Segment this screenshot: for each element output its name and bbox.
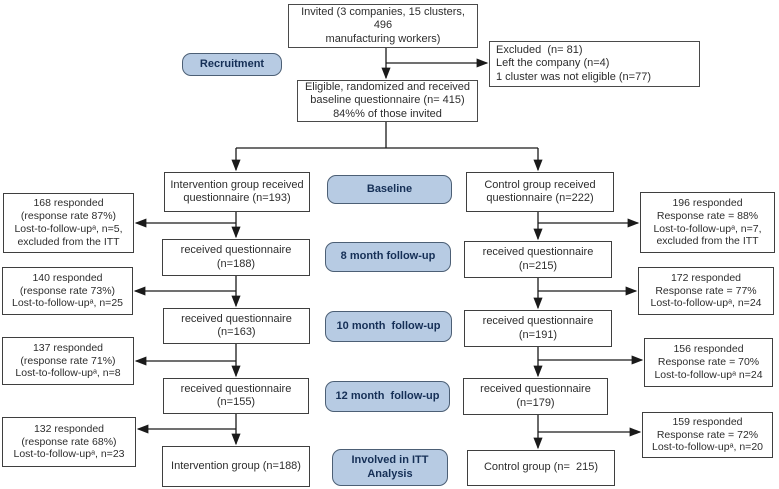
box-intervention-12month: received questionnaire (n=155) <box>163 378 309 414</box>
box-control-itt: Control group (n= 215) <box>467 450 615 486</box>
label-recruitment: Recruitment <box>182 53 282 76</box>
box-control-10month: received questionnaire (n=191) <box>464 310 612 347</box>
box-intervention-baseline: Intervention group received questionnair… <box>164 172 310 212</box>
label-10month-followup: 10 month follow-up <box>325 311 452 342</box>
box-excluded: Excluded (n= 81) Left the company (n=4) … <box>489 41 700 87</box>
box-intervention-response-12month: 132 responded (response rate 68%) Lost-t… <box>2 417 136 467</box>
box-intervention-10month: received questionnaire (n=163) <box>163 308 310 344</box>
label-baseline: Baseline <box>327 175 452 204</box>
box-intervention-response-10month: 137 responded (response rate 71%) Lost-t… <box>2 337 134 385</box>
label-8month-followup: 8 month follow-up <box>325 242 451 272</box>
label-12month-followup: 12 month follow-up <box>325 381 450 412</box>
box-intervention-response-baseline: 168 responded (response rate 87%) Lost-t… <box>3 193 134 253</box>
label-itt-analysis: Involved in ITT Analysis <box>332 449 448 486</box>
box-intervention-response-8month: 140 responded (response rate 73%) Lost-t… <box>2 267 133 315</box>
box-invited: Invited (3 companies, 15 clusters, 496 m… <box>288 4 478 48</box>
box-control-baseline: Control group received questionnaire (n=… <box>466 172 614 212</box>
box-control-response-baseline: 196 responded Response rate = 88% Lost-t… <box>640 192 775 253</box>
box-control-response-12month: 159 responded Response rate = 72% Lost-t… <box>642 412 773 458</box>
box-intervention-8month: received questionnaire (n=188) <box>162 239 310 276</box>
box-control-8month: received questionnaire (n=215) <box>464 241 612 278</box>
box-eligible: Eligible, randomized and received baseli… <box>297 80 478 122</box>
box-control-12month: received questionnaire (n=179) <box>463 378 608 415</box>
box-intervention-itt: Intervention group (n=188) <box>162 446 310 487</box>
box-control-response-8month: 172 responded Response rate = 77% Lost-t… <box>638 267 774 315</box>
box-control-response-10month: 156 responded Response rate = 70% Lost-t… <box>644 338 773 387</box>
